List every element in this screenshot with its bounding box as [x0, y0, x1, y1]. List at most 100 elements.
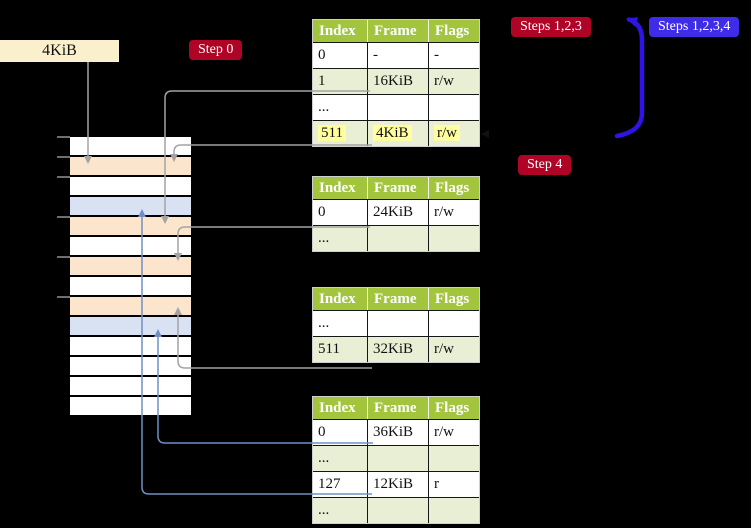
cell-text: 4KiB [373, 125, 412, 141]
cell-text: r/w [434, 424, 454, 440]
table-row: ... [313, 225, 479, 251]
cell-text: 511 [318, 125, 346, 141]
table-cell: ... [313, 94, 367, 120]
tick-mark [57, 256, 70, 258]
tick-mark [57, 296, 70, 298]
memory-frame-white [70, 337, 191, 355]
table-row: ... [313, 94, 479, 120]
table-cell [367, 94, 428, 120]
cell-text: ... [318, 502, 330, 518]
tick-mark [57, 156, 70, 158]
table-cell: 24KiB [367, 199, 428, 225]
badge-steps-1-2-3: Steps 1,2,3 [511, 17, 591, 37]
memory-frame-peach [70, 257, 191, 275]
table-cell: 1 [313, 68, 367, 94]
cell-text: 1 [318, 73, 326, 89]
cell-text: r/w [434, 125, 460, 141]
cell-text: 0 [318, 204, 326, 220]
cell-text: ... [318, 315, 330, 331]
table-row: 0 36KiB r/w [313, 419, 479, 445]
table-cell: 12KiB [367, 471, 428, 497]
table-cell [367, 310, 428, 336]
table-cell: 127 [313, 471, 367, 497]
memory-frame-white [70, 237, 191, 255]
table-cell: - [428, 42, 479, 68]
table-cell: r/w [428, 120, 479, 146]
tick-mark [57, 136, 70, 138]
table-cell: ... [313, 497, 367, 523]
column-header-flags: Flags [428, 288, 479, 310]
table-cell [428, 497, 479, 523]
table-cell [428, 94, 479, 120]
memory-frame-white [70, 277, 191, 295]
cell-text: r/w [434, 73, 454, 89]
cell-text: 0 [318, 47, 326, 63]
tick-mark [57, 216, 70, 218]
table-cell: 0 [313, 199, 367, 225]
table-cell: 32KiB [367, 336, 428, 362]
table-cell: 36KiB [367, 419, 428, 445]
physical-memory-stack [70, 137, 191, 415]
cell-text: ... [318, 99, 330, 115]
cell-text: ... [318, 450, 330, 466]
table-cell: 4KiB [367, 120, 428, 146]
table-cell [428, 225, 479, 251]
column-header-flags: Flags [428, 177, 479, 199]
table-cell [428, 445, 479, 471]
table-cell [367, 225, 428, 251]
table-row: 511 32KiB r/w [313, 336, 479, 362]
table-row: ... [313, 445, 479, 471]
cell-text: r [434, 476, 439, 492]
table-cell: ... [313, 310, 367, 336]
cell-text: 0 [318, 424, 326, 440]
cell-text: 127 [318, 476, 341, 492]
cell-text: 12KiB [373, 476, 414, 492]
memory-frame-white [70, 377, 191, 395]
table-cell: r/w [428, 419, 479, 445]
table-cell: 511 [313, 120, 367, 146]
table-row: ... [313, 497, 479, 523]
cell-text: - [434, 47, 439, 63]
cell-text: 36KiB [373, 424, 414, 440]
table-cell: 0 [313, 419, 367, 445]
table-cell [367, 497, 428, 523]
cell-text: 24KiB [373, 204, 414, 220]
memory-frame-white [70, 137, 191, 155]
badge-steps-1-2-3-4: Steps 1,2,3,4 [649, 17, 740, 37]
memory-frame-peach [70, 157, 191, 175]
cell-text: - [373, 47, 378, 63]
table-cell: 511 [313, 336, 367, 362]
cell-text: r/w [434, 341, 454, 357]
column-header-frame: Frame [367, 288, 428, 310]
badge-step-4: Step 4 [518, 155, 572, 175]
column-header-index: Index [313, 397, 367, 419]
tick-mark [57, 176, 70, 178]
cell-text: 32KiB [373, 341, 414, 357]
cell-text: ... [318, 230, 330, 246]
table-row: ... [313, 310, 479, 336]
badge-step-0: Step 0 [189, 40, 243, 60]
table-cell: r/w [428, 336, 479, 362]
cell-text: 16KiB [373, 73, 414, 89]
column-header-frame: Frame [367, 177, 428, 199]
column-header-index: Index [313, 20, 367, 42]
cell-text: 511 [318, 341, 340, 357]
table-cell [367, 445, 428, 471]
table-cell [428, 310, 479, 336]
table-cell: ... [313, 445, 367, 471]
table-row: 511 4KiB r/w [313, 120, 479, 146]
memory-frame-white [70, 357, 191, 375]
table-cell: r [428, 471, 479, 497]
big-loop-arrow [614, 17, 645, 139]
table-cell: 16KiB [367, 68, 428, 94]
column-header-index: Index [313, 288, 367, 310]
column-header-frame: Frame [367, 397, 428, 419]
memory-frame-white [70, 397, 191, 415]
table-cell: r/w [428, 199, 479, 225]
table-cell: r/w [428, 68, 479, 94]
